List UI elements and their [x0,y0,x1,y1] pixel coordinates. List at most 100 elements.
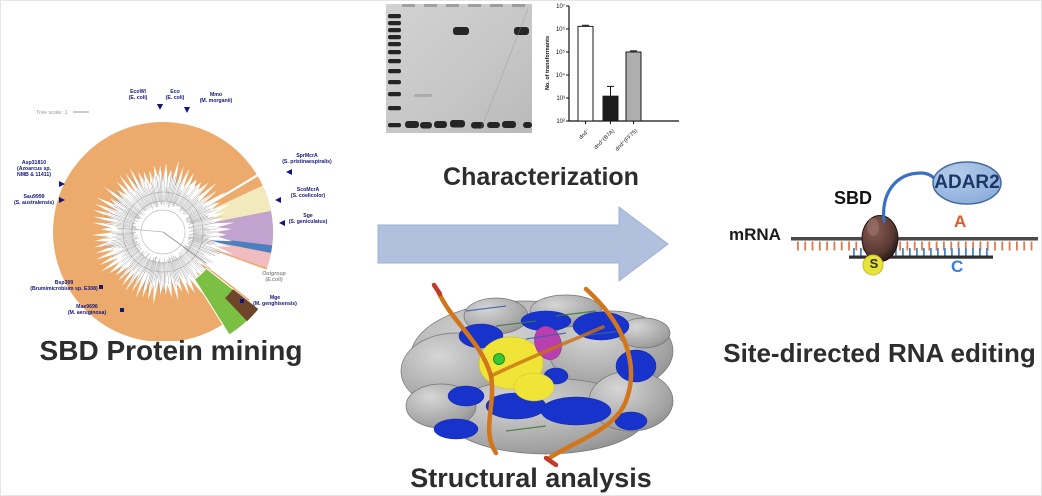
mrna-base-tick [811,241,814,251]
adar2-enzyme [932,161,1002,205]
adar2-label: ADAR2 [934,172,1000,193]
tree-root-line [130,228,164,233]
mrna-base-tick [818,241,821,251]
basic-patch [447,385,485,407]
gel-band [471,122,484,129]
gel-band [502,121,516,128]
guide-base-tick [979,248,981,256]
tree-taxon-label: Mmo [210,92,222,98]
gel-well [402,4,415,7]
guide-base-tick [860,248,862,256]
binding-pocket [513,372,555,402]
guide-base-tick [895,248,897,256]
tree-taxon-label: (M. morganii) [200,98,233,104]
tree-core-arc [140,209,186,255]
dna-base-pair [505,425,547,432]
sulfur-atom [862,254,884,276]
guide-base-tick [965,248,967,256]
bar [625,51,642,122]
tree-taxon-label: (M. aeruginosa) [68,310,107,316]
mrna-base-tick [1023,241,1026,251]
mrna-base-tick [855,241,858,251]
x-tick-label: dnd⁺(B7A) [592,127,616,151]
mrna-base-tick [899,241,901,251]
y-tick-label: 10⁷ [556,3,565,10]
tree-branches [103,171,222,293]
dna-end [543,455,559,467]
structure-panel-title: Structural analysis [410,463,652,493]
y-axis-title: No. of transformants [545,36,551,90]
mrna-base-tick [972,241,974,251]
tree-taxon-label: SprMcrA [296,153,318,159]
mrna-base-tick [943,241,945,251]
gel-electrophoresis-image [386,4,532,133]
tree-taxon-marker [99,285,103,289]
gel-band [514,27,529,35]
dna-backbone [489,325,605,378]
gel-band [523,122,532,128]
y-tick-label: 10³ [556,96,565,102]
tree-taxon-label: (S. australensis) [14,200,54,206]
guide-base-tick [944,248,946,256]
tree-taxon-label: Eco [170,89,180,95]
editing-panel-title: Site-directed RNA editing [723,338,1036,368]
dna-base-pair [555,310,597,317]
y-tick-label: 10⁴ [556,72,566,79]
sbd-highlight [867,218,879,236]
mrna-base-tick [928,241,931,251]
tree-taxon-marker [286,169,292,175]
tree-taxon-marker [157,104,163,110]
mrna-base-tick [1030,241,1033,251]
gel-band [453,27,469,35]
mrna-base-tick [957,241,960,251]
guide-base-tick [937,248,939,256]
gel-band [434,121,447,128]
protein-structure-image [400,282,674,467]
gel-well [490,4,503,7]
tree-taxon-label: ScoMcrA [297,187,320,193]
tree-taxon-label: Mae9696 [76,304,98,310]
gel-faint-band [414,94,432,97]
tree-taxon-label: (S. coelicolor) [291,193,326,199]
guide-base-tick [930,248,932,256]
mrna-base-tick [979,241,982,251]
guide-base-tick [986,248,988,256]
guide-cytidine-label: C [951,257,964,276]
dna-base-pair [465,305,507,312]
gel-band [450,120,465,128]
mrna-base-tick [986,241,989,251]
flow-arrow [377,205,669,283]
x-tick-label: dnd⁻ [578,128,591,141]
y-tick-label: 10⁶ [556,26,566,33]
tree-taxon-label: NMB & 11411) [17,172,51,178]
tree-taxon-label: (E. coli) [129,95,148,101]
tree-taxon-label: Sau9999 [23,194,44,200]
tree-taxon-marker [184,107,190,113]
gel-scratch [480,8,529,130]
basic-patch [433,418,479,440]
rna-editing-schematic [791,161,1038,276]
flow-arrow-shape [377,205,669,283]
tree-taxon-label: Asp31810 [22,160,46,166]
bar [577,25,594,122]
tree-taxon-marker [279,220,285,226]
mining-panel-title: SBD Protein mining [39,335,303,366]
tree-taxon-label: (E.coli) [265,277,283,283]
tree-taxon-label: Sge [303,213,313,219]
dna-base-pair [525,332,567,340]
guide-base-tick [958,248,960,256]
bar [602,95,619,122]
tree-taxon-marker [59,197,65,203]
mrna-base-tick [804,241,807,251]
y-tick-label: 10² [556,119,565,125]
tree-taxon-marker [120,308,124,312]
tree-taxon-label: (S. pristinaespiralis) [282,159,332,165]
mrna-base-tick [950,241,953,251]
tree-taxon-marker [275,197,281,203]
dna-base-pair [495,320,537,327]
tree-taxon-label: (Azoarcus sp. [17,166,52,172]
mrna-base-tick [906,241,909,251]
tree-taxon-marker [59,181,65,187]
